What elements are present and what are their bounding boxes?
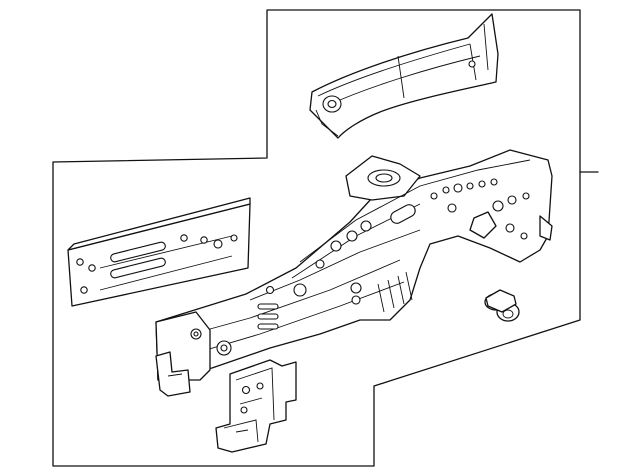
front-side-frame-assembly xyxy=(155,149,553,381)
wheelhouse-upper-panel xyxy=(309,13,499,139)
group-outline-box xyxy=(52,9,581,467)
mount-bracket xyxy=(215,359,297,453)
bushing-grommet xyxy=(484,289,520,322)
side-rail-reinforcement xyxy=(67,197,251,307)
frame-extension-bracket xyxy=(155,351,191,397)
